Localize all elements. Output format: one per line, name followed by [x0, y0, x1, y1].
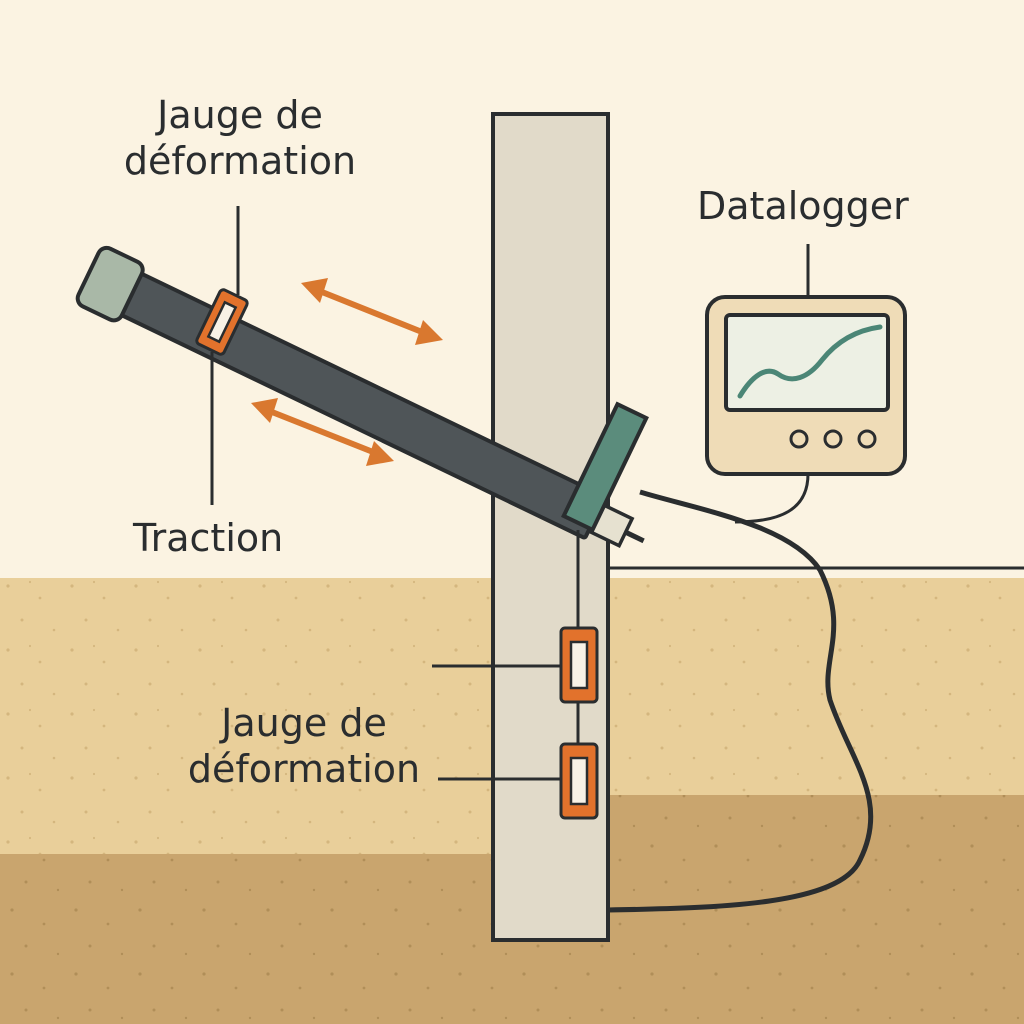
strain-gauge-icon	[195, 288, 249, 356]
label-strain-gauge-top: Jauge de déformation	[123, 93, 357, 183]
screen-curve	[737, 324, 883, 399]
datalogger-cable	[734, 473, 810, 524]
rod-end-cap	[75, 245, 145, 323]
label-traction: Traction	[133, 516, 284, 560]
sensor-cable	[607, 489, 874, 913]
label-datalogger: Datalogger	[697, 184, 909, 228]
strain-gauge-icon	[559, 742, 599, 820]
double-headed-arrow-icon	[301, 278, 443, 345]
double-headed-arrow-icon	[251, 398, 394, 466]
label-strain-gauge-bottom: Jauge de déformation	[187, 701, 421, 791]
strain-gauge-icon	[559, 626, 599, 704]
anchor-plate	[561, 401, 649, 533]
datalogger-button	[857, 429, 877, 449]
datalogger-button	[823, 429, 843, 449]
datalogger-button	[789, 429, 809, 449]
datalogger-icon	[705, 295, 907, 476]
